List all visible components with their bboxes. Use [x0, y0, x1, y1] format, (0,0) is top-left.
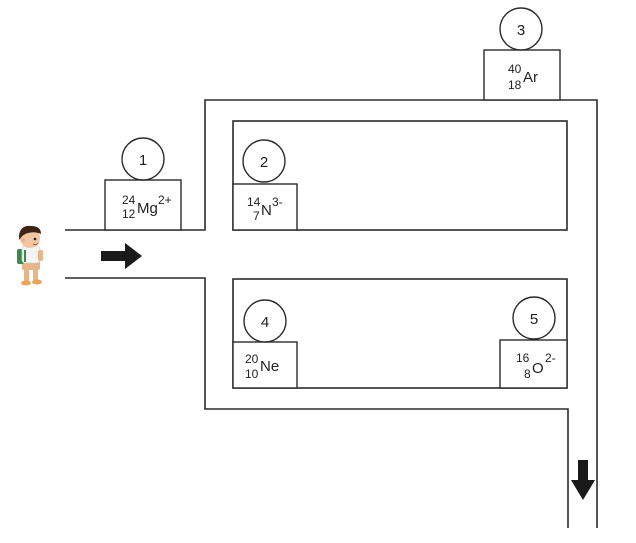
station-3-circle — [499, 7, 543, 51]
station-3-mass: 40 — [508, 62, 522, 76]
station-4-symbol: Ne — [260, 358, 279, 375]
station-2-box — [232, 183, 298, 231]
station-3-box — [483, 49, 561, 101]
station-4-circle — [243, 299, 287, 343]
station-1-symbol: Mg — [137, 200, 158, 217]
station-1-box — [104, 179, 182, 231]
station-2: 2 14 7 N 3- — [232, 139, 298, 231]
station-5-charge: 2- — [545, 351, 556, 365]
station-4: 4 20 10 Ne — [232, 299, 298, 389]
upper-inner-block — [232, 120, 568, 231]
station-1-circle — [121, 137, 165, 181]
station-4-mass: 20 — [245, 352, 259, 366]
station-4-number: 4 — [261, 314, 269, 331]
arrow-down-icon — [571, 460, 595, 500]
station-5: 5 16 8 O 2- — [499, 296, 568, 389]
station-1: 1 24 12 Mg 2+ — [104, 137, 182, 231]
station-5-circle — [512, 296, 556, 340]
station-3-number: 3 — [517, 22, 525, 39]
station-5-mass: 16 — [516, 351, 530, 365]
station-1-atomic: 12 — [122, 207, 136, 221]
station-2-charge: 3- — [272, 195, 283, 209]
station-2-mass: 14 — [247, 195, 261, 209]
station-3-symbol: Ar — [523, 69, 538, 86]
station-1-number: 1 — [139, 152, 147, 169]
station-1-charge: 2+ — [158, 193, 172, 207]
station-5-atomic: 8 — [524, 367, 531, 381]
station-2-symbol: N — [261, 202, 272, 219]
station-5-box — [499, 339, 568, 389]
station-3-atomic: 18 — [508, 78, 522, 92]
lower-inner-block — [232, 278, 568, 389]
station-2-number: 2 — [260, 154, 268, 171]
child-walker-icon — [17, 225, 43, 286]
station-4-atomic: 10 — [245, 367, 259, 381]
station-5-number: 5 — [530, 311, 538, 328]
station-1-mass: 24 — [122, 193, 136, 207]
arrow-right-icon — [101, 243, 142, 269]
station-3: 3 40 18 Ar — [483, 7, 561, 101]
station-2-atomic: 7 — [253, 209, 260, 223]
entrance-bottom-wall — [65, 277, 569, 528]
station-5-symbol: O — [532, 360, 544, 377]
station-2-circle — [242, 139, 286, 183]
